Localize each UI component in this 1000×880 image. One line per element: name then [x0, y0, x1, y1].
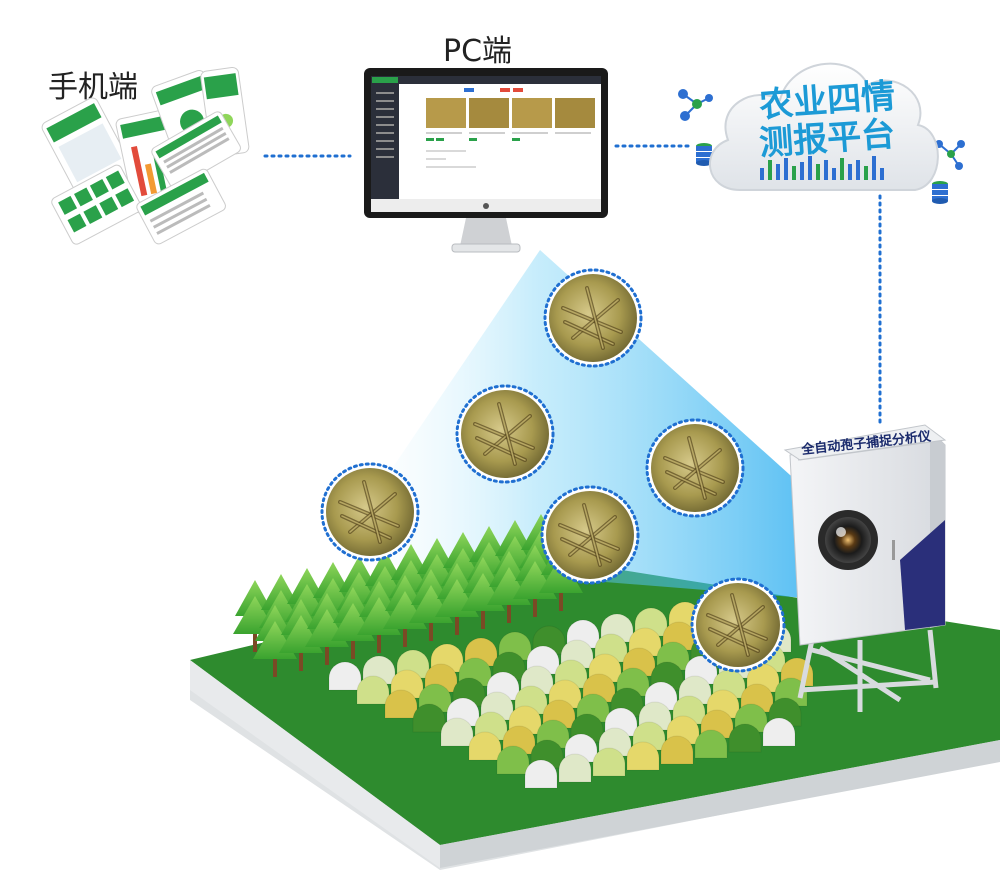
- cloud-platform: 农业四情 测报平台: [708, 62, 939, 191]
- pc-label: PC端: [443, 34, 513, 69]
- crop-plant: [496, 745, 530, 775]
- crop-plant: [592, 747, 626, 777]
- camera-lens-icon: [818, 510, 878, 570]
- crop-plant: [524, 759, 558, 789]
- database-icon: [932, 181, 948, 204]
- spore-micrograph: [320, 462, 420, 562]
- crop-plant: [328, 661, 362, 691]
- cloud-title-line2: 测报平台: [758, 114, 896, 163]
- network-node-icon: [678, 89, 713, 121]
- crop-plant: [440, 717, 474, 747]
- pc-monitor: [364, 68, 608, 253]
- crop-plant: [762, 717, 796, 747]
- crop-plant: [412, 703, 446, 733]
- crop-plant: [660, 735, 694, 765]
- network-node-icon: [935, 140, 965, 170]
- spore-analyzer-device: 全自动孢子捕捉分析仪: [783, 424, 947, 712]
- spore-micrographs: [320, 268, 786, 673]
- crop-plant: [728, 723, 762, 753]
- crop-rows: [328, 595, 814, 789]
- spore-micrograph: [645, 418, 745, 518]
- crop-plant: [694, 729, 728, 759]
- crop-plant: [384, 689, 418, 719]
- spore-micrograph: [455, 384, 555, 484]
- crop-plant: [626, 741, 660, 771]
- spore-micrograph: [543, 268, 643, 368]
- spore-micrograph: [540, 485, 640, 585]
- crop-plant: [558, 753, 592, 783]
- database-icon: [696, 143, 712, 166]
- apple-logo-icon: [483, 203, 489, 209]
- cloud-title-line1: 农业四情: [758, 76, 896, 125]
- mobile-apps-illustration: [41, 66, 250, 245]
- spore-micrograph: [690, 577, 786, 673]
- tree-row: [233, 514, 583, 677]
- crop-plant: [356, 675, 390, 705]
- cloud-bar-graphic: [760, 156, 884, 180]
- crop-plant: [468, 731, 502, 761]
